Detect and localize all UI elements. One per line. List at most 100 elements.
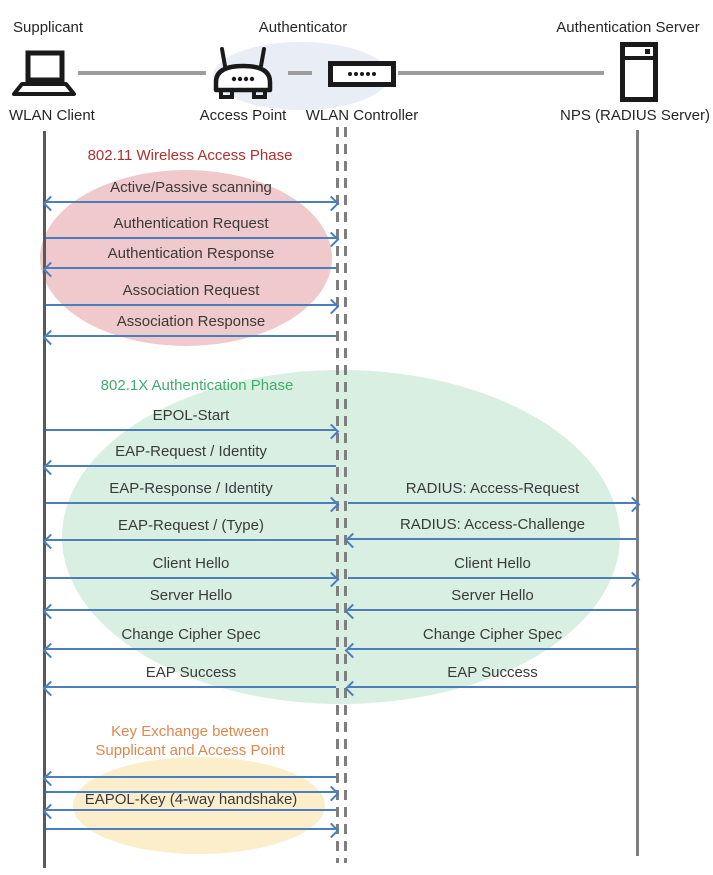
device-label-wlan-controller: WLAN Controller: [305, 107, 419, 124]
message-line: [46, 502, 336, 504]
message-arrow: [46, 822, 340, 838]
message-label: EAP-Response / Identity: [109, 480, 273, 497]
message-line: [348, 609, 637, 611]
arrowhead-left-icon: [344, 680, 361, 696]
message-line: [46, 267, 336, 269]
message-label: Server Hello: [149, 587, 233, 604]
phase3-ellipse: [73, 757, 325, 854]
arrowhead-right-icon: [323, 496, 340, 512]
message-label: EAP Success: [145, 664, 237, 681]
message-arrow: EAP-Response / Identity: [46, 481, 340, 512]
access-point-icon: [207, 44, 279, 102]
arrowhead-left-icon: [344, 603, 361, 619]
message-label: EAP-Request / (Type): [118, 517, 264, 534]
arrowhead-left-icon: [42, 533, 59, 549]
message-arrow: EAPOL-Key (4-way handshake): [42, 792, 336, 819]
message-label: Server Hello: [451, 587, 534, 604]
message-label: Authentication Response: [107, 245, 275, 262]
arrowhead-left-icon: [344, 532, 361, 548]
arrowhead-left-icon: [42, 603, 59, 619]
connector-client-ap: [78, 71, 206, 75]
message-arrow: [42, 770, 336, 786]
message-arrow: EAP-Request / Identity: [42, 444, 336, 475]
role-label-supplicant: Supplicant: [13, 19, 84, 36]
phase2-title: 802.1X Authentication Phase: [100, 377, 294, 394]
message-label: Change Cipher Spec: [422, 626, 563, 643]
arrowhead-left-icon: [42, 261, 59, 277]
message-line: [46, 304, 336, 306]
message-line: [348, 648, 637, 650]
phase3-title: Key Exchange between Supplicant and Acce…: [95, 723, 285, 759]
message-line: [46, 648, 336, 650]
message-arrow: Client Hello: [348, 556, 641, 587]
arrowhead-right-icon: [323, 195, 340, 211]
message-line: [46, 577, 336, 579]
phase1-title: 802.11 Wireless Access Phase: [87, 147, 293, 164]
message-line: [46, 465, 336, 467]
message-arrow: Association Response: [42, 314, 336, 345]
message-arrow: Active/Passive scanning: [42, 180, 340, 211]
message-arrow: RADIUS: Access-Request: [348, 481, 641, 512]
message-arrow: Association Request: [46, 283, 340, 314]
message-label: Authentication Request: [113, 215, 269, 232]
arrowhead-right-icon: [624, 571, 641, 587]
message-arrow: Authentication Response: [42, 246, 336, 277]
message-arrow: EAP Success: [42, 665, 336, 696]
role-label-authenticator: Authenticator: [258, 19, 348, 36]
device-label-nps-radius-server: NPS (RADIUS Server): [559, 107, 711, 124]
server-icon: [620, 42, 658, 102]
message-label: RADIUS: Access-Challenge: [399, 516, 586, 533]
message-label: EAP-Request / Identity: [115, 443, 267, 460]
message-arrow: Server Hello: [344, 588, 637, 619]
message-label: Client Hello: [454, 555, 531, 572]
message-arrow: Authentication Request: [46, 216, 340, 247]
message-line: [348, 538, 637, 540]
message-line: [46, 776, 336, 778]
message-arrow: [46, 785, 340, 801]
message-line: [348, 686, 637, 688]
lifeline-wlan-controller-dashed-1: [336, 127, 339, 863]
message-arrow: Client Hello: [46, 556, 340, 587]
arrowhead-right-icon: [323, 571, 340, 587]
message-label: EPOL-Start: [152, 407, 230, 424]
message-arrow: Change Cipher Spec: [344, 627, 637, 658]
message-label: Association Request: [122, 282, 260, 299]
arrowhead-right-icon: [323, 231, 340, 247]
arrowhead-right-icon: [624, 496, 641, 512]
message-arrow: EAP-Request / (Type): [42, 518, 336, 549]
arrowhead-right-icon: [323, 423, 340, 439]
phase1-ellipse: [40, 170, 332, 346]
arrowhead-left-icon: [42, 195, 59, 211]
arrowhead-left-icon: [42, 642, 59, 658]
arrowhead-left-icon: [42, 770, 59, 786]
message-line: [46, 335, 336, 337]
arrowhead-left-icon: [42, 680, 59, 696]
message-label: Active/Passive scanning: [110, 179, 272, 196]
wlan-controller-icon: [328, 61, 396, 87]
lifeline-nps-server: [636, 130, 639, 856]
message-line: [348, 502, 637, 504]
message-line: [46, 609, 336, 611]
message-line: [46, 809, 336, 811]
message-label: Client Hello: [152, 555, 230, 572]
message-line: [348, 577, 637, 579]
laptop-icon: [12, 50, 76, 98]
arrowhead-left-icon: [42, 329, 59, 345]
lifeline-wlan-client: [43, 131, 46, 868]
message-label: RADIUS: Access-Request: [405, 480, 580, 497]
message-label: Association Response: [116, 313, 266, 330]
device-label-wlan-client: WLAN Client: [9, 107, 95, 124]
connector-ap-controller: [288, 71, 312, 75]
message-label: Change Cipher Spec: [121, 626, 261, 643]
message-label: EAPOL-Key (4-way handshake): [84, 791, 298, 808]
message-arrow: Change Cipher Spec: [42, 627, 336, 658]
message-label: EAP Success: [447, 664, 538, 681]
message-line: [46, 828, 336, 830]
message-line: [46, 429, 336, 431]
message-line: [46, 237, 336, 239]
message-arrow: EAP Success: [344, 665, 637, 696]
arrowhead-right-icon: [323, 298, 340, 314]
message-arrow: RADIUS: Access-Challenge: [344, 517, 637, 548]
